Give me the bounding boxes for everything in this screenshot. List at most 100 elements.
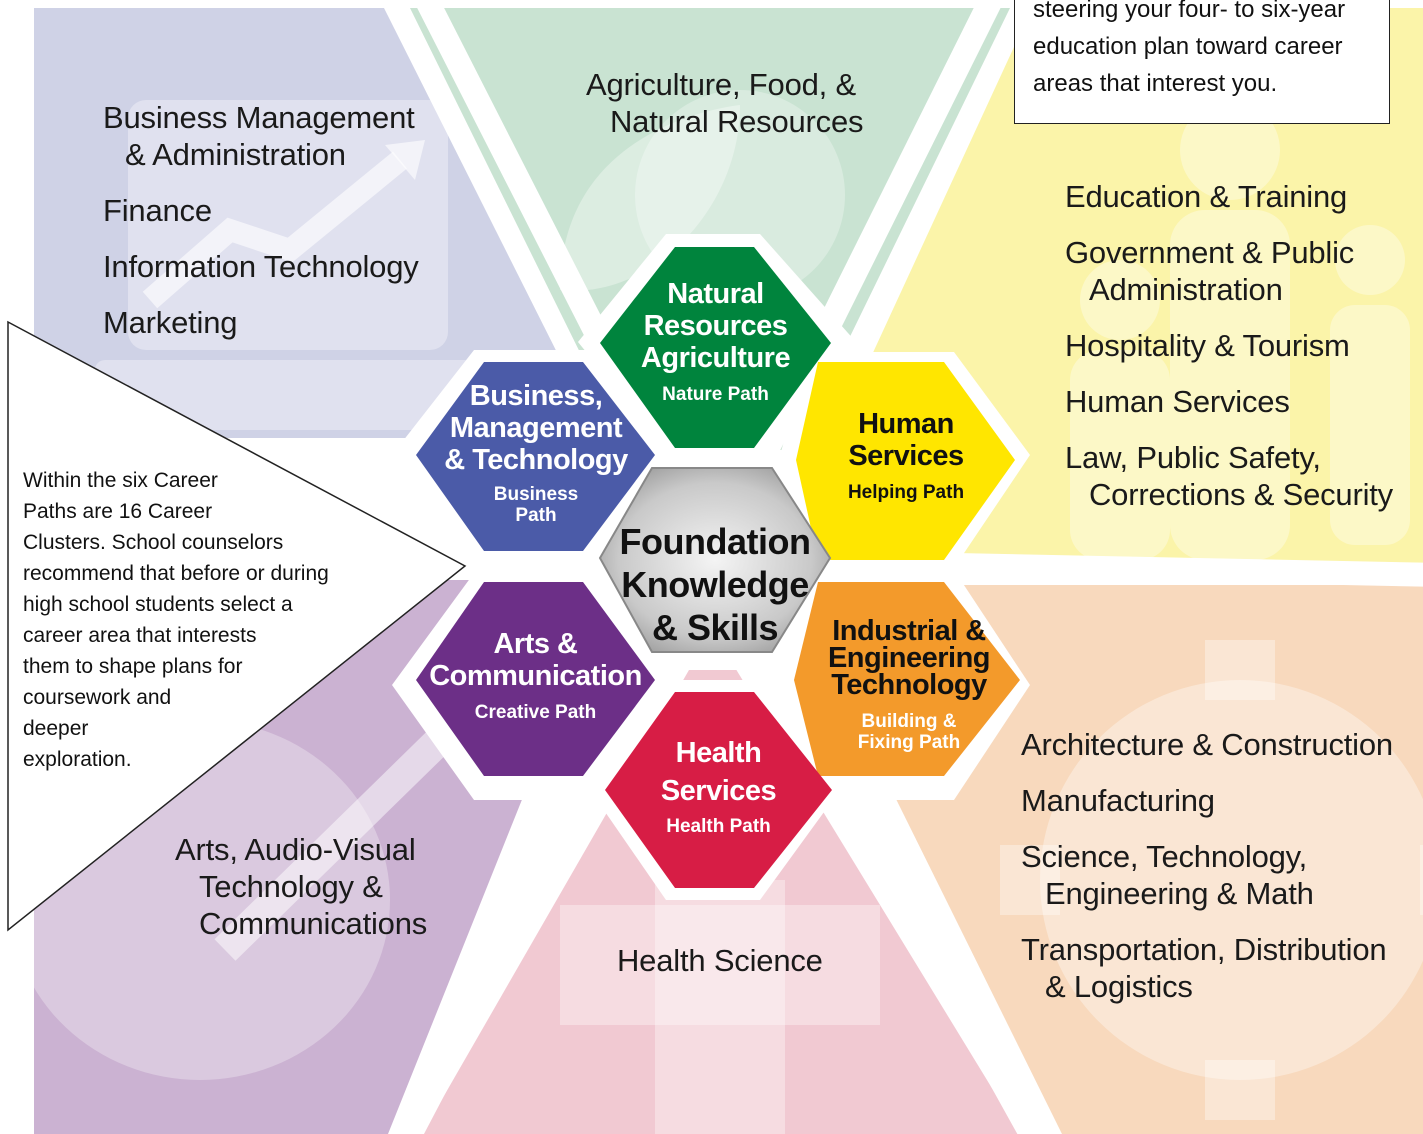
natural-resources-label: Natural Resources Agriculture Nature Pat… — [600, 278, 831, 405]
cluster-item: Information Technology — [103, 248, 419, 285]
path-title-line: Services — [848, 440, 964, 472]
human-services-clusters: Education & Training Government & Public… — [1065, 178, 1393, 513]
health-path-label: Health Services Health Path — [605, 734, 832, 837]
path-subtitle: Creative Path — [474, 702, 597, 723]
path-subtitle: Path — [515, 505, 557, 526]
cluster-line: Law, Public Safety, — [1065, 439, 1393, 476]
hex-arts — [416, 582, 655, 776]
path-subtitle: Business — [493, 484, 579, 505]
note-line: Clusters. School counselors — [23, 531, 284, 554]
agriculture-clusters: Agriculture, Food, & Natural Resources — [586, 66, 864, 140]
cluster-line-text: Corrections & Security — [1089, 477, 1393, 512]
cluster-item: Business Management — [103, 99, 419, 136]
foundation-line: & Skills — [651, 607, 779, 648]
business-path-label: Business, Management & Technology Busine… — [426, 380, 646, 526]
cluster-line: Marketing — [103, 305, 238, 340]
cluster-line: Information Technology — [103, 249, 419, 284]
hex-foundation — [598, 467, 832, 653]
hex-industrial — [794, 582, 1020, 776]
cluster-line: Communications — [175, 905, 427, 942]
business-clusters: Business Management & Administration Fin… — [103, 99, 419, 341]
hex-human-services — [796, 362, 1015, 560]
cluster-line: Administration — [1065, 271, 1393, 308]
note-triangle — [7, 320, 467, 932]
path-subtitle: Nature Path — [662, 384, 769, 405]
cluster-line-text: Manufacturing — [1021, 783, 1215, 818]
path-title-line: Management — [449, 412, 623, 444]
cluster-item: Marketing — [103, 304, 419, 341]
path-title-line: Services — [660, 775, 777, 807]
callout-box: steering your four- to six-year educatio… — [1014, 0, 1390, 124]
hex-natural-resources — [600, 247, 831, 448]
path-subtitle: Fixing Path — [857, 732, 961, 753]
cluster-item: Finance — [103, 192, 419, 229]
cluster-line: Agriculture, Food, & — [586, 67, 856, 102]
path-subtitle: Building & — [861, 711, 957, 732]
career-clusters-note: Within the six Career Paths are 16 Caree… — [23, 465, 329, 775]
industrial-path-label: Industrial & Engineering Technology Buil… — [798, 615, 1020, 754]
note-line: Within the six Career — [23, 469, 218, 492]
gear-icon — [1000, 640, 1423, 1120]
cluster-line: Transportation, Distribution — [1021, 931, 1393, 968]
cluster-line-text: Engineering & Math — [1045, 876, 1314, 911]
note-line: deeper — [23, 717, 89, 740]
foundation-label: Foundation Knowledge & Skills — [600, 520, 830, 649]
hex-business — [416, 362, 655, 551]
cluster-line-text: Communications — [199, 906, 428, 941]
cluster-line: Manufacturing — [1021, 782, 1393, 819]
cluster-line: Hospitality & Tourism — [1065, 327, 1393, 364]
path-title-line: Engineering — [827, 642, 991, 674]
cluster-line-text: Human Services — [1065, 384, 1290, 419]
path-title-line: Natural — [667, 278, 764, 310]
cluster-line: Science, Technology, — [1021, 838, 1393, 875]
cluster-line-text: Technology & — [199, 869, 383, 904]
cluster-line: Arts, Audio-Visual — [175, 832, 416, 867]
cluster-line: Engineering & Math — [1021, 875, 1393, 912]
cluster-line-text: Government & Public — [1065, 235, 1355, 270]
cluster-line: & Administration — [125, 137, 346, 172]
cluster-item: & Administration — [103, 136, 419, 173]
cluster-line: Health Science — [617, 943, 823, 978]
cluster-line: Architecture & Construction — [1021, 727, 1393, 762]
cluster-line: Natural Resources — [586, 103, 864, 140]
medical-cross-icon — [560, 880, 880, 1134]
path-title-line: & Technology — [444, 444, 628, 476]
note-line: Paths are 16 Career — [23, 500, 213, 523]
path-title-line: Health — [675, 737, 762, 769]
cluster-line: Corrections & Security — [1065, 476, 1393, 513]
note-line: coursework and — [23, 686, 172, 709]
foundation-line: Foundation — [619, 521, 811, 562]
cluster-line: Education & Training — [1065, 179, 1348, 214]
arts-path-label: Arts & Communication Creative Path — [416, 628, 655, 723]
human-services-label: Human Services Helping Path — [796, 408, 1016, 503]
family-icon — [1070, 100, 1410, 560]
cluster-line-text: Administration — [1089, 272, 1283, 307]
note-line: recommend that before or during — [23, 562, 329, 585]
path-title-line: Industrial & — [832, 615, 986, 647]
cluster-line: Technology & — [175, 868, 427, 905]
callout-line: education plan toward career — [1033, 33, 1343, 60]
callout-line: areas that interest you. — [1033, 70, 1278, 97]
cluster-line-text: Natural Resources — [610, 104, 864, 139]
path-title-line: Resources — [643, 310, 788, 342]
laptop-chart-icon — [95, 100, 475, 430]
health-clusters: Health Science — [617, 942, 823, 979]
path-title-line: Agriculture — [640, 342, 791, 374]
cluster-line: & Logistics — [1021, 968, 1393, 1005]
cluster-line: Government & Public — [1065, 234, 1393, 271]
cluster-line: Finance — [103, 193, 212, 228]
note-line: high school students select a — [23, 593, 293, 616]
cluster-line-text: Science, Technology, — [1021, 839, 1308, 874]
callout-line: steering your four- to six-year — [1033, 0, 1346, 23]
arts-clusters: Arts, Audio-Visual Technology & Communic… — [175, 831, 427, 942]
note-line: career area that interests — [23, 624, 257, 647]
industrial-clusters: Architecture & Construction Manufacturin… — [1021, 726, 1393, 1005]
hex-health — [605, 692, 832, 888]
cluster-line-text: & Logistics — [1045, 969, 1193, 1004]
path-subtitle: Helping Path — [847, 482, 965, 503]
path-title-line: Technology — [831, 669, 987, 701]
path-title-line: Human — [858, 408, 954, 440]
cluster-line-text: Law, Public Safety, — [1065, 440, 1321, 475]
